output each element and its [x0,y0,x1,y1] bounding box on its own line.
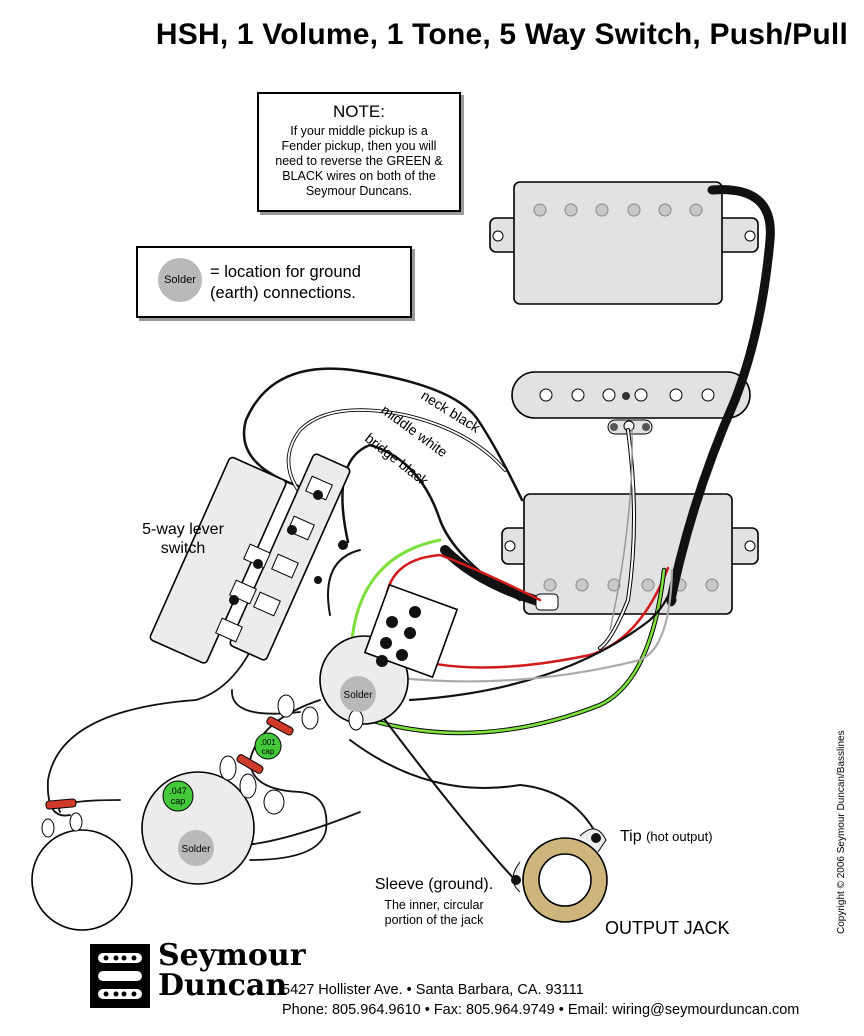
solder-spot-tone: Solder [178,830,214,866]
sleeve-label: Sleeve (ground). [374,876,494,893]
solder-legend: Solder = location for ground (earth) con… [136,246,412,318]
svg-text:Solder: Solder [344,690,374,701]
tip-text: Tip [620,828,642,845]
tone-pot [141,755,285,885]
output-jack-label: OUTPUT JACK [605,918,730,938]
svg-text:Solder: Solder [182,844,212,855]
copyright-notice: Copyright © 2006 Seymour Duncan/Bassline… [836,730,847,934]
five-way-switch [149,453,351,664]
brand-name-line2: Duncan [158,968,288,1003]
sleeve-subtext: The inner, circular portion of the jack [384,898,484,927]
brand-name-line1: Seymour [158,938,306,973]
address-line: 5427 Hollister Ave. • Santa Barbara, CA.… [282,982,584,998]
wires [47,185,775,881]
cap-001: .001 cap [254,732,282,760]
tip-subtext: (hot output) [646,829,713,844]
note-box: NOTE: If your middle pickup is a Fender … [257,92,461,212]
neck-humbucker [501,493,759,615]
ground-lug-circle [31,829,133,931]
solder-legend-text: = location for ground (earth) connection… [210,263,361,302]
middle-single-coil [511,371,751,435]
cap-047: .047 cap [162,780,194,812]
contact-line: Phone: 805.964.9610 • Fax: 805.964.9749 … [282,1002,800,1018]
seymour-duncan-logo-icon [90,944,150,1008]
cap-001-unit: cap [262,747,275,756]
note-heading: NOTE: [333,102,385,121]
solder-spot-volume: Solder [340,676,376,712]
output-jack [511,828,608,923]
switch-label: 5-way lever switch [142,521,224,557]
note-body: If your middle pickup is a Fender pickup… [275,124,443,198]
cap-047-value: .047 [169,786,187,796]
tip-label: Tip (hot output) [620,828,713,846]
solder-legend-spot: Solder [158,258,202,302]
bridge-humbucker [489,181,759,305]
resistors [45,716,294,810]
page-title: HSH, 1 Volume, 1 Tone, 5 Way Switch, Pus… [155,18,848,51]
cap-001-value: .001 [260,738,276,747]
cap-047-unit: cap [171,796,186,806]
